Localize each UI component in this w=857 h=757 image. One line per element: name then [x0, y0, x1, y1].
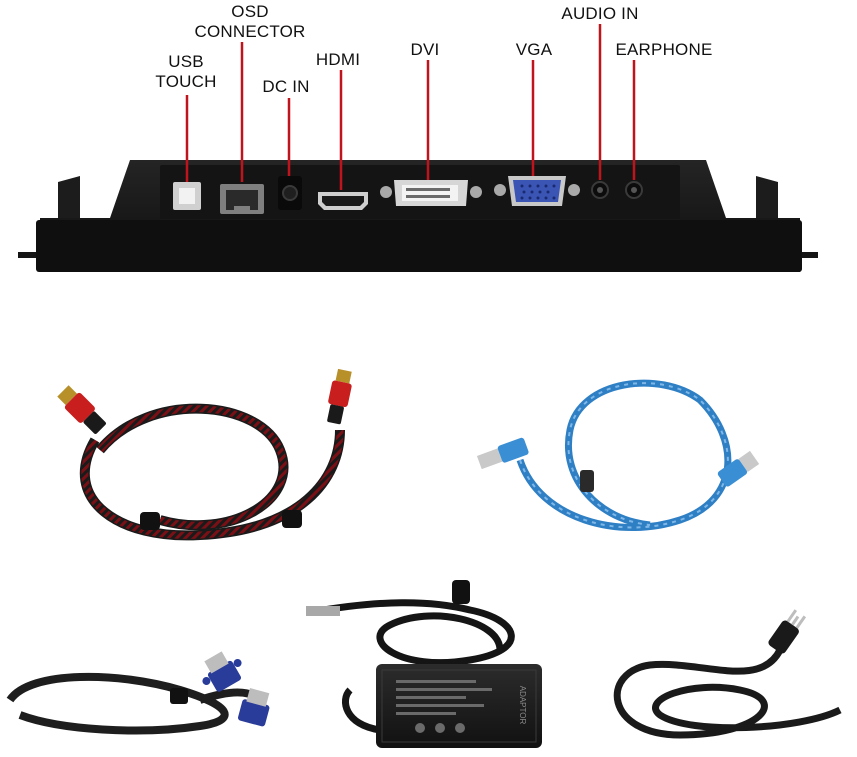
usb-cable-icon	[476, 379, 760, 531]
hdmi-cable-icon	[57, 368, 352, 541]
power-adapter-icon: ADAPTOR	[306, 580, 542, 748]
vga-port-icon	[494, 176, 580, 206]
callout-lines	[185, 24, 636, 190]
vga-cable-icon	[6, 651, 270, 735]
label-earphone: EARPHONE	[615, 40, 713, 59]
label-osd-connector: OSD CONNECTOR	[194, 2, 306, 41]
label-audio-in: AUDIO IN	[561, 4, 639, 23]
rj45-port-icon	[220, 184, 264, 214]
earphone-jack-icon	[625, 181, 643, 199]
power-cord-icon	[613, 609, 842, 739]
adapter-brand-text: ADAPTOR	[518, 686, 527, 725]
label-dvi: DVI	[410, 40, 440, 59]
label-usb-touch: USB TOUCH	[155, 52, 217, 91]
label-hdmi: HDMI	[315, 50, 361, 69]
label-vga: VGA	[515, 40, 553, 59]
dvi-port-icon	[380, 180, 482, 206]
monitor-back-panel	[18, 160, 818, 272]
usb-b-port-icon	[173, 182, 201, 210]
label-dc-in: DC IN	[262, 77, 310, 96]
audio-jack-icon	[591, 181, 609, 199]
hdmi-port-icon	[318, 192, 368, 210]
dc-jack-icon	[278, 176, 302, 210]
